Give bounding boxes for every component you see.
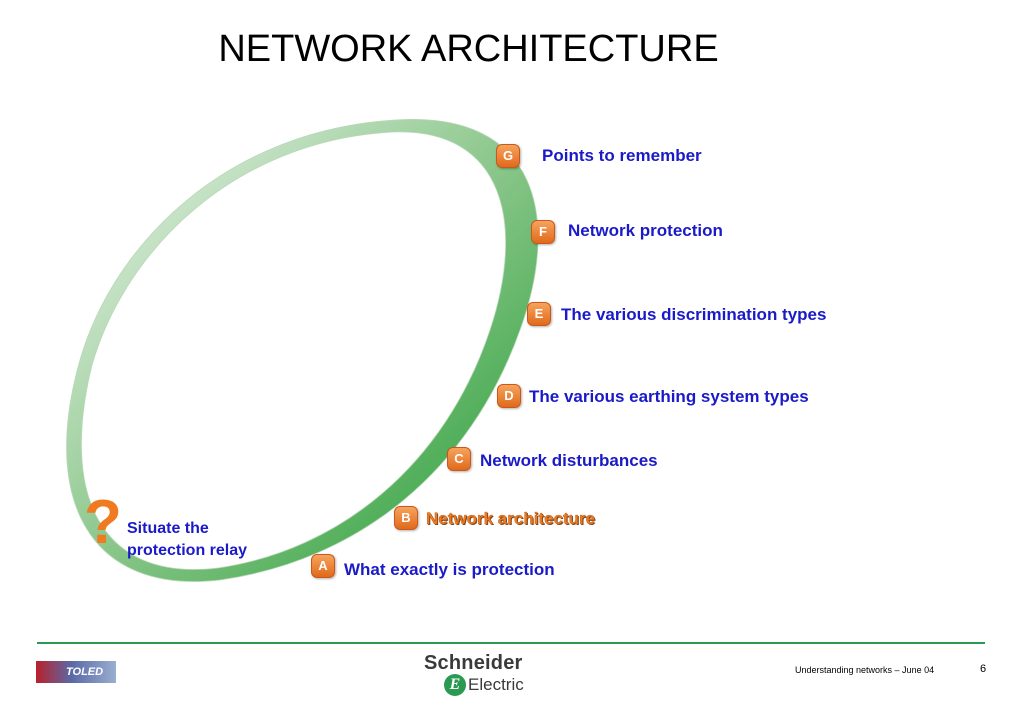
page-number: 6: [980, 663, 987, 675]
badge-e: E: [527, 302, 551, 326]
toled-logo: TOLED: [36, 661, 116, 683]
situate-line-2: protection relay: [127, 542, 248, 559]
item-discrimination-types[interactable]: The various discrimination types: [561, 305, 827, 324]
item-network-architecture[interactable]: Network architecture: [426, 509, 596, 528]
item-network-protection[interactable]: Network protection: [568, 221, 723, 240]
item-network-disturbances[interactable]: Network disturbances: [480, 451, 658, 470]
badge-a: A: [311, 554, 335, 578]
situate-relay-text[interactable]: Situate the protection relay: [127, 518, 247, 562]
page-title: NETWORK ARCHITECTURE: [218, 28, 719, 70]
badge-b: B: [394, 506, 418, 530]
item-points-to-remember[interactable]: Points to remember: [542, 146, 702, 165]
schneider-electric-logo: Schneider E Electric: [424, 652, 544, 698]
logo-wordmark-bottom: Electric: [468, 675, 524, 694]
logo-wordmark-top: Schneider: [424, 652, 523, 674]
badge-f: F: [531, 220, 555, 244]
footer-caption: Understanding networks – June 04: [795, 665, 935, 675]
item-earthing-system-types[interactable]: The various earthing system types: [529, 387, 809, 406]
question-mark-icon: ?: [84, 488, 122, 557]
item-what-is-protection[interactable]: What exactly is protection: [344, 560, 555, 579]
logo-emblem-icon: E: [444, 674, 466, 696]
badge-d: D: [497, 384, 521, 408]
badge-c: C: [447, 447, 471, 471]
badge-g: G: [496, 144, 520, 168]
situate-line-1: Situate the: [127, 520, 209, 537]
footer-divider: [37, 642, 985, 644]
